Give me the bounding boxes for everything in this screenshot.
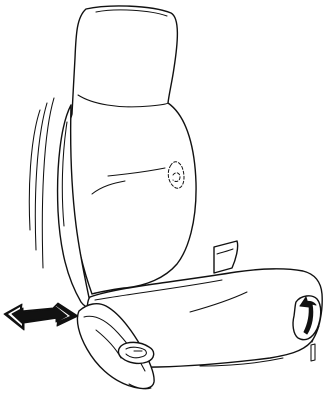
slide-arrow bbox=[4, 303, 78, 330]
seatback bbox=[68, 6, 196, 294]
motion-lines bbox=[29, 98, 54, 268]
seatbelt-buckle bbox=[214, 241, 238, 273]
